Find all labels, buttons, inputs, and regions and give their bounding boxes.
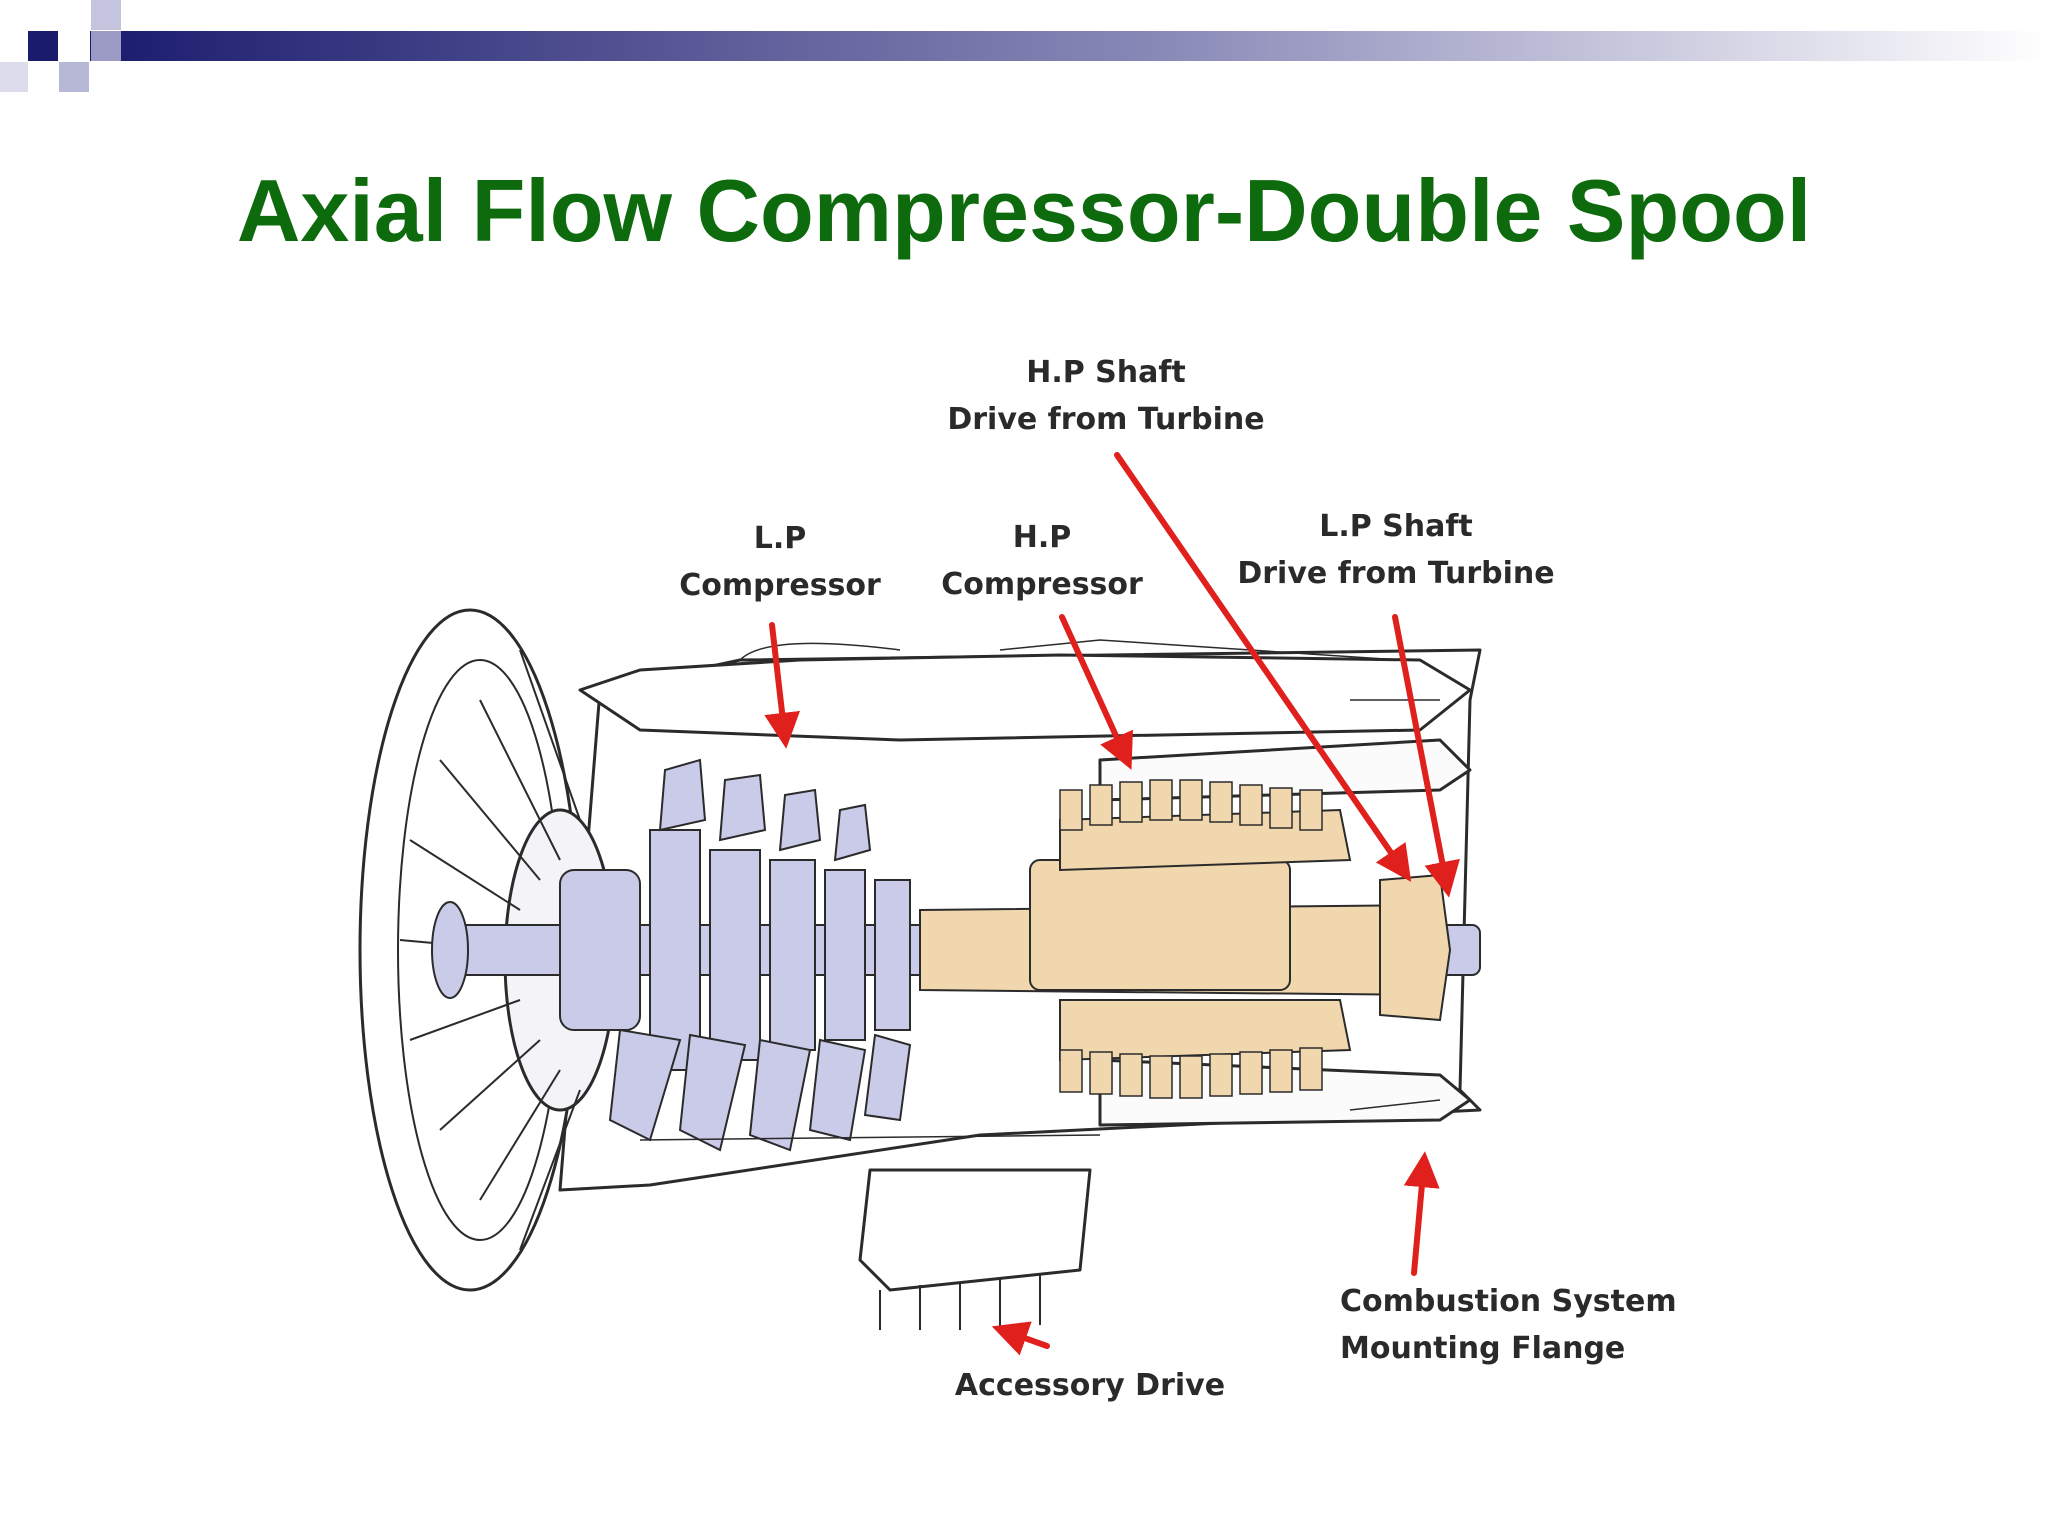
header-square <box>28 31 58 61</box>
arrow-lp-shaft <box>1392 614 1460 898</box>
header-square <box>0 62 28 92</box>
label-lp-compressor-line2: Compressor <box>679 568 881 603</box>
label-hp-compressor-line1: H.P <box>1012 520 1072 555</box>
arrow-hp-shaft <box>1114 452 1412 882</box>
header-decoration <box>0 0 2048 92</box>
arrow-hp-compressor <box>1059 614 1133 770</box>
arrow-accessory-drive <box>991 1321 1050 1356</box>
callout-arrows <box>764 452 1460 1356</box>
hp-spool <box>919 779 1452 1099</box>
label-combustion-flange: Combustion System Mounting Flange <box>1340 1278 1700 1372</box>
label-lp-compressor-line1: L.P <box>753 521 807 556</box>
header-square <box>91 0 121 30</box>
header-square <box>91 31 121 61</box>
label-accessory-drive: Accessory Drive <box>930 1362 1250 1409</box>
label-hp-compressor-line2: Compressor <box>941 567 1143 602</box>
label-hp-shaft: H.P Shaft Drive from Turbine <box>926 349 1286 443</box>
accessory-gearbox <box>858 1168 1092 1292</box>
arrow-lp-compressor <box>764 622 801 749</box>
header-square <box>59 62 89 92</box>
slide-title: Axial Flow Compressor-Double Spool <box>236 161 1812 260</box>
label-hp-compressor: H.P Compressor <box>922 514 1162 608</box>
label-hp-shaft-line1: H.P Shaft <box>1026 355 1186 390</box>
label-combustion-flange-line2: Mounting Flange <box>1340 1331 1626 1366</box>
label-accessory-drive-line1: Accessory Drive <box>954 1368 1226 1403</box>
label-combustion-flange-line1: Combustion System <box>1340 1284 1677 1319</box>
label-hp-shaft-line2: Drive from Turbine <box>947 402 1265 437</box>
arrow-combustion-flange <box>1403 1151 1440 1276</box>
label-lp-shaft-line2: Drive from Turbine <box>1237 556 1555 591</box>
header-gradient-bar <box>90 31 2048 61</box>
label-lp-shaft-line1: L.P Shaft <box>1319 509 1473 544</box>
casing-detail-lines <box>639 639 1441 1141</box>
label-lp-shaft: L.P Shaft Drive from Turbine <box>1216 503 1576 597</box>
label-lp-compressor: L.P Compressor <box>660 515 900 609</box>
